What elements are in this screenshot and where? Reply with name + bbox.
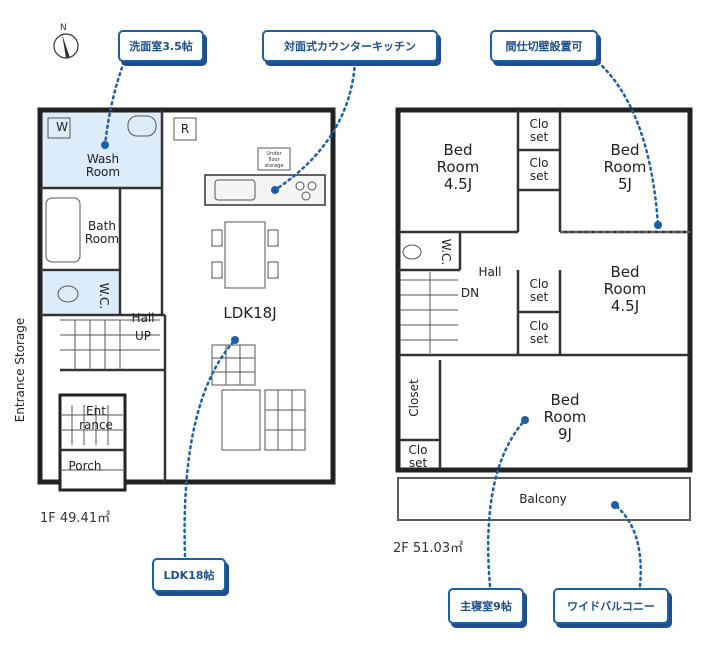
room-label: Clo — [529, 277, 548, 291]
room-label: Wash — [87, 152, 119, 166]
room-label: 1F 49.41㎡ — [40, 511, 110, 526]
room-label: Room — [86, 165, 120, 179]
room-label: Clo — [529, 319, 548, 333]
room-label: Room — [604, 280, 647, 298]
room-label: Bed — [550, 391, 579, 409]
room-label: UP — [135, 329, 151, 343]
room-label: Room — [604, 158, 647, 176]
room-label: Room — [437, 158, 480, 176]
room-label: Bed — [443, 141, 472, 159]
room-label: set — [530, 169, 549, 183]
under-floor-storage — [257, 147, 291, 171]
room-label: W.C. — [97, 283, 111, 310]
stairs-2f — [400, 272, 458, 353]
room-label: Room — [85, 232, 119, 246]
wash-room — [40, 110, 162, 188]
room-label: LDK18J — [223, 304, 276, 322]
room-label: Hall — [478, 265, 501, 279]
room-label: Porch — [68, 459, 101, 473]
stove-icon — [295, 181, 317, 201]
room-label: set — [409, 456, 428, 470]
room-label: W — [56, 120, 68, 134]
room-label: Bed — [610, 263, 639, 281]
callout-washroom: 洗面室3.5帖 — [118, 30, 204, 62]
room-label: Bed — [610, 141, 639, 159]
sink-icon — [214, 179, 256, 201]
room-label: storage — [265, 163, 284, 169]
room-label: Hall — [131, 311, 154, 325]
callout-kitchen: 対面式カウンターキッチン — [262, 30, 438, 62]
room-label: N — [60, 23, 67, 33]
room-label: R — [181, 122, 189, 136]
stairs-1f — [60, 319, 160, 370]
callout-ldk: LDK18帖 — [152, 558, 226, 592]
room-label: 2F 51.03㎡ — [393, 541, 463, 556]
wc-1f — [40, 272, 120, 314]
callout-balcony: ワイドバルコニー — [553, 588, 669, 624]
room-label: Clo — [408, 443, 427, 457]
callout-partition: 間仕切壁設置可 — [490, 30, 598, 62]
callout-master-bedroom: 主寝室9帖 — [448, 588, 524, 624]
floor-1-plan: Under floor storage W R Wash Room Bath R… — [13, 107, 336, 526]
room-label: DN — [461, 286, 479, 300]
room-label: 4.5J — [444, 175, 472, 193]
room-label: Clo — [529, 117, 548, 131]
dining-table — [224, 221, 266, 289]
room-label: Under — [266, 151, 282, 157]
room-label: set — [530, 332, 549, 346]
room-label: Closet — [407, 379, 421, 417]
compass-icon: N — [53, 23, 79, 59]
room-label: set — [530, 290, 549, 304]
room-label: Ent — [86, 404, 106, 418]
room-label: 5J — [618, 175, 632, 193]
sofa — [221, 389, 261, 451]
room-label: Room — [544, 408, 587, 426]
floor-2-plan: Bed Room 4.5J Bed Room 5J Bed Room 4.5J … — [393, 107, 693, 556]
room-label: Entrance Storage — [13, 318, 27, 423]
room-label: set — [530, 130, 549, 144]
room-label: Balcony — [519, 492, 567, 506]
room-label: Bath — [88, 219, 116, 233]
room-label: 9J — [558, 425, 572, 443]
room-label: W.C. — [439, 239, 453, 266]
room-label: floor — [268, 157, 280, 163]
room-label: Clo — [529, 156, 548, 170]
room-label: rance — [79, 418, 113, 432]
callout-leaders — [101, 60, 662, 588]
room-label: 4.5J — [611, 297, 639, 315]
